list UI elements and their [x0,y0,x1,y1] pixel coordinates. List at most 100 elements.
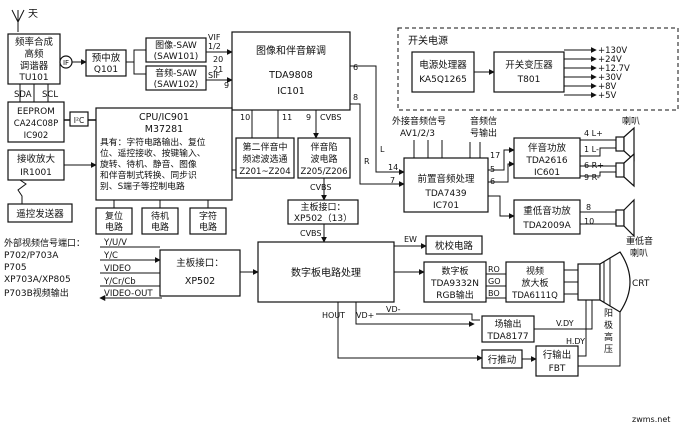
digital-label: 数字板电路处理 [291,266,361,279]
eeprom-line3: IC902 [24,131,49,141]
ext-video-line4: XP703A/XP805 [4,275,71,285]
demod-line3: IC101 [277,86,305,97]
ir-block [7,149,65,181]
pin10-label: 10 [240,113,250,122]
power-rails: +130V+24V+12.7V+30V+8V+5V [564,46,630,101]
speaker-label: 喇叭 [622,115,640,127]
cvbs-c-label: CVBS [300,229,321,238]
remote-label: 遥控发送器 [16,208,64,220]
cpu-line2: M37281 [145,124,183,135]
vif-pin: 1/2 [208,42,221,51]
hout-label: HOUT [322,311,345,320]
second-sound-line1: 第二伴音中 [242,141,287,153]
power-section [397,27,679,111]
ext-video-line3: P705 [4,263,27,273]
pre-if-block [85,49,127,77]
pin9-label: 9 [306,113,311,122]
video-amp-line3: TDA6111Q [511,291,558,301]
bass-amp-line2: TDA2009A [522,221,571,231]
ir-line2: IR1001 [20,168,52,178]
anode-4: 压 [604,344,613,355]
sound-amp-line2: TDA2616 [525,156,568,166]
vdy-label: V.DY [556,319,574,328]
pin8-label: 8 [353,93,358,102]
audio-proc-line1: 前置音频处理 [417,173,475,185]
digital-block [257,241,395,303]
pin11-label: 11 [282,113,292,122]
anode-3: 高 [604,331,613,343]
reset-line2: 电路 [105,221,123,233]
anode-1: 阳 [604,308,613,319]
tuner-line4: TU101 [18,73,48,83]
second-sound-block [235,137,295,179]
bass-speaker-line1: 重低音 [626,235,653,247]
remote-block [7,203,73,223]
hdy-label: H.DY [566,337,585,346]
reset-line1: 复位 [105,210,123,222]
standby-line2: 电路 [151,221,169,233]
crt-label: CRT [632,279,650,289]
ext-audio-line2: AV1/2/3 [400,129,435,139]
r-label: R [364,157,370,166]
sig-ycrcb: Y/Cr/Cb [103,277,136,287]
r-minus-label: 9 R- [584,173,600,182]
video-amp-line2: 放大板 [521,277,548,289]
sif-label: SIF [208,71,220,80]
if-label: IF [63,59,69,67]
pin7-label: 7 [390,176,395,185]
power-proc-line2: KA5Q1265 [419,75,467,85]
sig-video-out: VIDEO-OUT [104,289,153,299]
correction-block [425,235,483,255]
rail-label: +12.7V [598,64,630,74]
power-proc-block [411,51,475,93]
rail-label: +24V [598,55,622,65]
pin8b-label: 8 [586,203,591,212]
ro-label: RO [488,265,500,274]
rail-label: +5V [598,91,617,101]
main-if-2-line2: XP502 [185,276,215,287]
saw-sound-line1: 音频-SAW [155,67,197,79]
speaker-left-icon [615,126,635,162]
antenna-icon [11,9,25,32]
cpu-line5: 旋转、待机、静音、图像 [100,158,197,170]
ext-video-line1: 外部视频信号端口： [4,237,85,249]
pin21-label: 21 [213,65,223,74]
anode-2: 极 [604,319,613,331]
eeprom-line1: EEPROM [17,107,55,117]
switch-tx-block [493,51,565,93]
cvbs-a-label: CVBS [320,113,341,122]
rail-label: +30V [598,73,622,83]
power-title: 开关电源 [408,34,448,47]
sound-amp-block [513,137,581,179]
audio-out-line2: 号输出 [470,127,497,139]
demod-block [231,31,351,111]
demod-line1: 图像和伴音解调 [256,44,326,57]
crt-icon [577,251,631,313]
l-label: L [380,145,385,154]
standby-line1: 待机 [151,210,169,222]
video-amp-line1: 视频 [526,265,544,277]
ext-video-line2: P702/P703A [4,251,59,261]
i2c-label: I²C [74,116,84,125]
eeprom-line2: CA24C08P [14,119,58,129]
cpu-line6: 和伴音制式转换、同步识 [100,169,197,181]
trap-line3: Z205/Z206 [301,167,348,177]
standby-block [141,207,179,235]
scl-label: SCL [42,90,58,100]
switch-tx-line2: T801 [517,75,541,85]
trap-line2: 波电路 [310,153,337,165]
eeprom-block [7,101,65,143]
sig-yc: Y/C [103,251,118,261]
char-line1: 字符 [199,210,217,222]
line-out-line2: FBT [549,364,566,374]
saw-sound-line2: (SAW102) [154,80,199,90]
line-out-line1: 行输出 [543,349,572,361]
pin14-label: 14 [388,163,398,172]
pin6a-label: 6 [353,63,358,72]
bass-amp-block [513,199,581,235]
trap-line1: 伴音陷 [310,141,337,153]
sig-video: VIDEO [104,264,131,274]
bass-speaker-line2: 喇叭 [630,247,648,259]
cpu-line1: CPU/IC901 [139,112,189,123]
ext-video-line5: P703B视频输出 [4,287,69,299]
